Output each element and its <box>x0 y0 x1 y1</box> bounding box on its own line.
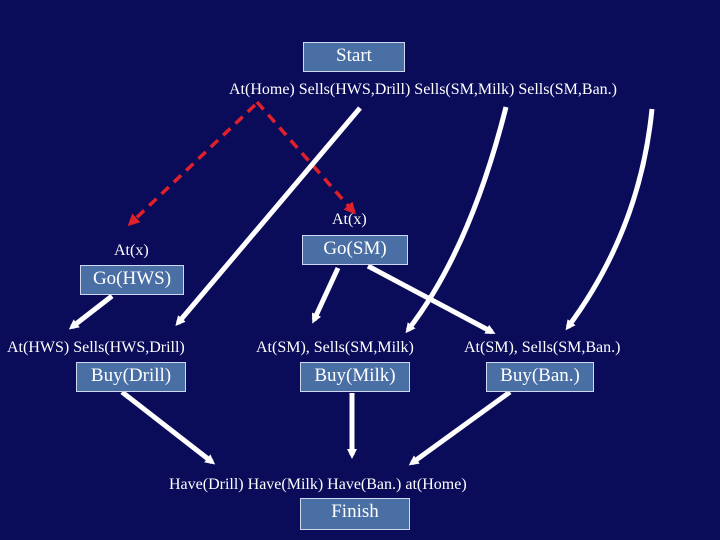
arrow-start-to-buy-milk <box>405 106 509 334</box>
arrow-buy-ban-to-finish <box>408 389 512 466</box>
buy-milk-precondition: At(SM), Sells(SM,Milk) <box>256 339 414 356</box>
arrow-start-to-buy-ban <box>565 108 655 331</box>
finish-node: Finish <box>300 498 410 530</box>
dashed-arrow-to-go-hws <box>127 103 257 227</box>
arrow-start-to-buy-drill <box>175 106 362 327</box>
go-hws-precondition: At(x) <box>114 242 149 259</box>
buy-ban-precondition: At(SM), Sells(SM,Ban.) <box>464 339 621 356</box>
buy-milk-node: Buy(Milk) <box>300 362 410 392</box>
arrow-go-sm-to-buy-milk <box>311 266 341 324</box>
arrow-go-sm-to-buy-ban <box>366 263 496 335</box>
go-sm-precondition: At(x) <box>332 211 367 228</box>
start-effects: At(Home) Sells(HWS,Drill) Sells(SM,Milk)… <box>229 81 617 98</box>
start-node: Start <box>303 42 405 72</box>
go-sm-node: Go(SM) <box>302 235 408 265</box>
arrow-go-hws-to-buy-drill <box>68 294 114 330</box>
arrow-buy-drill-to-finish <box>120 390 216 465</box>
buy-ban-node: Buy(Ban.) <box>486 362 594 392</box>
finish-preconditions: Have(Drill) Have(Milk) Have(Ban.) at(Hom… <box>169 476 467 493</box>
buy-drill-precondition: At(HWS) Sells(HWS,Drill) <box>7 339 185 356</box>
buy-drill-node: Buy(Drill) <box>76 362 186 392</box>
go-hws-node: Go(HWS) <box>80 265 184 295</box>
dashed-arrow-to-go-sm <box>255 100 356 215</box>
